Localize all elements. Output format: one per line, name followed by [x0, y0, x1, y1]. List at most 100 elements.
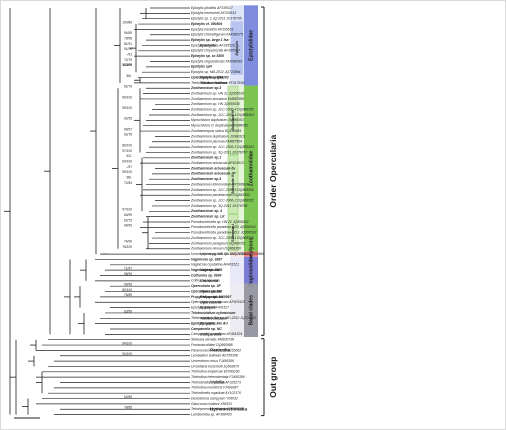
leaf-label: Zoothamnium duplicatum JX983101 — [190, 134, 245, 138]
support-value: 52/79 — [124, 85, 132, 89]
leaf-label: Trichodina sinipercae EF099290 — [191, 370, 240, 374]
leaf-label: Myoschiston cf. duplicatum JN988352 — [191, 124, 248, 128]
leaf-label: Epistylis sp. large 1 fsa — [191, 38, 229, 42]
family-band-label: Basal clades — [248, 295, 254, 326]
leaf-label: Telotrochidium cylindricum — [191, 311, 235, 315]
leaf-label: Opercularia sp. 3P — [191, 284, 222, 288]
leaf-label: Epistylis urceolata AF335516 — [191, 43, 235, 47]
clade-label: Telotrochidium — [200, 81, 228, 85]
leaf-label: Epistylis sp4 — [191, 65, 212, 69]
inner-band — [231, 21, 243, 75]
leaf-label: Pseudovorticella paradoxa QD2 JQ956534 — [191, 225, 256, 229]
leaf-label: Opercularia sp. 102 — [191, 289, 222, 293]
support-value: 94/100 — [122, 159, 132, 163]
leaf-label: Zoothamnium pelagicum DQ868351 — [190, 241, 246, 245]
support-value: 80/100 — [122, 143, 132, 147]
leaf-label: Lembadion bullinum AF255358 — [191, 354, 238, 358]
support-value: 75/89 — [124, 293, 132, 297]
clade-label: Peniculia — [210, 348, 231, 353]
leaf-label: Zoothamnium plumula KM887954 — [190, 140, 242, 144]
family-band — [244, 85, 258, 252]
leaf-label: Epistylis sp. MD-2012 JQ723964 — [191, 70, 240, 74]
support-value: 99/100 — [122, 106, 132, 110]
leaf-label: Trichodinella myakkae AF325273 — [191, 380, 241, 384]
leaf-label: Paramecium woodruffi AF255362 — [191, 348, 241, 352]
leaf-label: Zoothamnium sp.1 — [190, 156, 221, 160]
support-value: 76/100 — [122, 245, 132, 249]
leaf-label: Zoothamnium sp.3 — [190, 177, 221, 181]
leaf-label: Zoothamnium sp. JCC-2006-5 DQ868356 — [190, 188, 254, 192]
leaf-label: Epistylis chlorelligerum KM096375 — [191, 33, 243, 37]
leaf-label: Urozellaria korschelti JQ663670 — [191, 364, 239, 368]
leaf-label: Zoothamnium sp. JCC-2006-4 DQ868355 — [190, 108, 254, 112]
clade-label: Epistylis — [200, 306, 216, 310]
leaf-label: Epistylis sp. 1 JQ-2011 JX178765 — [191, 17, 242, 21]
support-value: 91/94 — [124, 47, 132, 51]
leaf-label: Telotrochidium matiense EF417835 — [191, 81, 244, 85]
support-value: 62/75 — [124, 218, 132, 222]
support-value: 81/91 — [124, 42, 132, 46]
subclade-label: Subclade II — [231, 175, 235, 194]
leaf-label: Tetrahymena pyriformis EF070255 — [191, 407, 243, 411]
leaf-label: Epistylis wenrichi AF335515 — [191, 27, 233, 31]
support-value: 80/100 — [122, 288, 132, 292]
clade-label: Epistylis — [200, 43, 216, 47]
group-label: Order Opercularia — [268, 135, 278, 208]
support-value: 92/95 — [124, 117, 132, 121]
leaf-label: Opercularia microdiscum AF401525 — [191, 300, 245, 304]
support-value: 97/100 — [122, 149, 132, 153]
support-value: 62/89 — [124, 395, 132, 399]
leaf-label: Glaucoma chattoni X56533 — [191, 402, 232, 406]
leaf-label: Zoothamnium sp. HN JQ956536 — [190, 102, 240, 106]
clade-label: Propyxidium — [200, 295, 224, 299]
leaf-label: Opisthostyla sp 090203 — [191, 75, 229, 79]
leaf-label: Epistylis chrysemydis AF335514 — [191, 49, 240, 53]
leaf-label: Trichodinella myakkae AY102176 — [191, 391, 241, 395]
leaf-label: Zoothamnium sp. JCC-2006-4 DQ868354 — [190, 113, 254, 117]
leaf-label: Zoothamnium sp.3 — [190, 86, 221, 90]
leaf-label: Urocentrum cirrus FJ495386 — [191, 359, 234, 363]
leaf-label: Epistylis cf. 090804 — [191, 22, 222, 26]
clade-label: Campanella — [200, 332, 221, 336]
support-value: 94/100 — [122, 341, 132, 345]
support-value: 71/97 — [124, 266, 132, 270]
support-value: 79/98 — [124, 36, 132, 40]
clade-label: Opercularia — [200, 290, 221, 294]
support-value: 98/- — [127, 176, 133, 180]
clade-label: Epistylis — [200, 322, 216, 326]
leaf-label: Pseudovorticella paradoxa QD 1 JQ956533 — [191, 231, 257, 235]
clade-label: Vaginicola — [200, 268, 219, 272]
support-value: 100/99 — [122, 63, 132, 67]
support-value: 63/99 — [124, 213, 132, 217]
leaf-label: Pseudovorticella sp. HN 22 JQ956532 — [191, 220, 249, 224]
clade-label: Cothurnia — [200, 279, 218, 283]
leaf-label: Zoothamnium sp. JCC-2006-2 DQ868352 — [190, 198, 254, 202]
leaf-label: Epistylis galea AF401527 — [191, 305, 229, 309]
support-value: 99/97 — [124, 127, 132, 131]
leaf-label: Zoothamnium sp. LK — [190, 215, 225, 219]
support-value: 92/100 — [122, 63, 132, 67]
leaf-label: Epistylis riograndensis KM096596 — [191, 59, 242, 63]
support-value: 63/78 — [124, 133, 132, 137]
leaf-label: Zoothamnium sp. 4 — [190, 209, 222, 213]
clade-label: Telotrochidium — [200, 316, 228, 320]
support-value: 63/99 — [124, 309, 132, 313]
leaf-label: Epistylis plicatilis AF335517 — [191, 6, 233, 10]
subclade-label: Subclade III — [231, 110, 235, 130]
clade-label: Mobilia — [210, 380, 225, 385]
leaf-label: Vaginicola sp. 9488 — [191, 268, 222, 272]
support-value: 94/89 — [124, 31, 132, 35]
support-value: 74/90 — [124, 240, 132, 244]
group-label: Out group — [268, 357, 278, 398]
leaf-label: Zoothamnium sp. JCC-2006-1 DQ868350 — [190, 236, 254, 240]
clade-label: Hymenostomatia — [210, 406, 247, 411]
clade-label: Ucomeplycus sp. MD-2012 JQ723966 — [200, 252, 265, 256]
leaf-label: Trichodina heterodentata FJ495399 — [191, 375, 245, 379]
leaf-label: Propyxidium sp. 1120997 — [191, 295, 232, 299]
family-band — [244, 256, 258, 284]
support-value: 92/100 — [122, 352, 132, 356]
subclade-band — [227, 155, 239, 214]
family-band-label: Epistylididae — [248, 30, 254, 61]
clade-label: Opisthostyla — [200, 76, 223, 80]
